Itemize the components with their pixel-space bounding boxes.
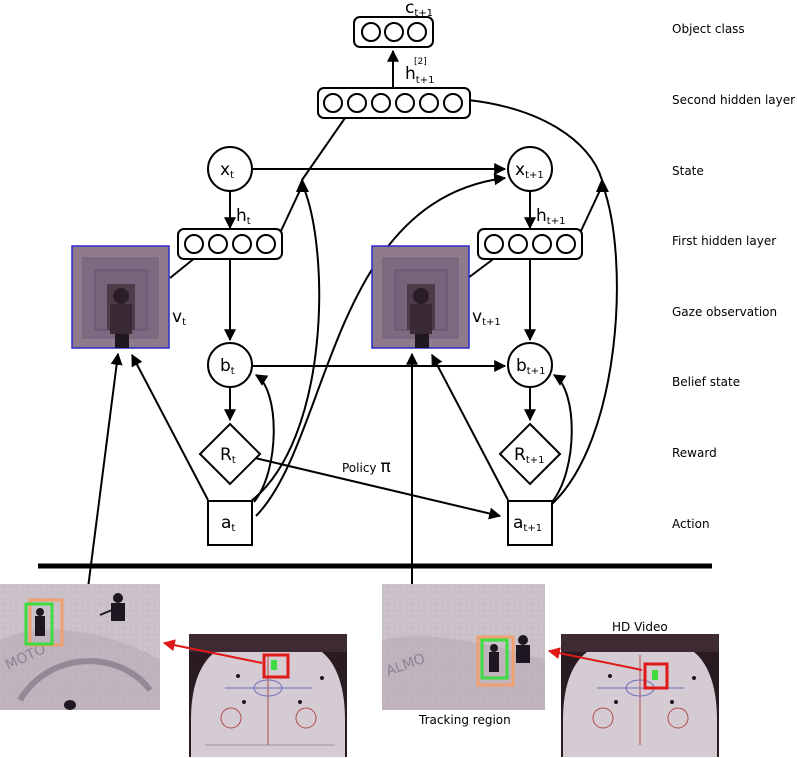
action-node-t: [207, 500, 253, 546]
edge-at1-to-bt1: [551, 374, 573, 503]
label-first-hidden-layer: First hidden layer: [672, 234, 776, 248]
symbol-ht: ht: [236, 206, 251, 227]
edge-at1-to-vt1: [431, 353, 509, 501]
gate-right: [596, 178, 609, 192]
symbol-c: ct+1: [405, 0, 433, 19]
tracking-crop-t: MOTO: [0, 584, 160, 710]
symbol-ht1: ht+1: [536, 206, 565, 227]
label-belief-state: Belief state: [672, 375, 740, 389]
label-reward: Reward: [672, 446, 717, 460]
edge-vt1-to-ht1: [467, 256, 497, 279]
hd-frame-t1: [561, 634, 719, 757]
label-state: State: [672, 164, 704, 178]
symbol-rt: Rt: [220, 445, 236, 466]
edge-at-to-gate-left: [249, 185, 321, 503]
edge-ht-to-gate-left: [279, 185, 303, 234]
symbol-bt1: bt+1: [516, 356, 545, 377]
symbol-at1: at+1: [513, 513, 542, 534]
symbol-xt: xt: [220, 160, 234, 181]
edge-policy: [254, 457, 502, 520]
belief-node-t: [207, 342, 253, 388]
symbol-vt: vt: [172, 307, 186, 328]
edge-vt-to-ht: [169, 256, 197, 279]
state-node-t: [207, 146, 253, 192]
gaze-image-t1: [371, 245, 470, 349]
symbol-h2: ht+1: [405, 64, 434, 86]
symbol-h2-superscript: [2]: [414, 57, 427, 67]
symbol-vt1: vt+1: [472, 307, 501, 328]
symbol-bt: bt: [220, 356, 235, 377]
zoom-arrow-t1: [547, 647, 643, 671]
second-hidden-layer: [317, 87, 471, 119]
state-node-t1: [507, 146, 553, 192]
symbol-at: at: [221, 513, 235, 534]
hd-frame-t: [189, 634, 347, 757]
label-gaze-observation: Gaze observation: [672, 305, 777, 319]
reward-node-t: [198, 422, 262, 486]
symbol-rt1: Rt+1: [514, 445, 544, 466]
first-hidden-layer-t1: [477, 228, 583, 260]
object-class-layer: [353, 16, 434, 48]
belief-node-t1: [507, 342, 553, 388]
gaze-image-t: [71, 245, 170, 349]
first-hidden-layer-t: [177, 228, 283, 260]
edges: [87, 49, 618, 589]
edge-ht1-to-gate-right: [579, 185, 603, 234]
action-node-t1: [507, 500, 553, 546]
symbol-xt1: xt+1: [515, 160, 544, 181]
label-object-class: Object class: [672, 22, 745, 36]
edge-at-to-xt1: [255, 173, 507, 517]
caption-hd-video: HD Video: [612, 620, 668, 634]
edge-at1-to-gate-right: [551, 185, 618, 505]
edge-at-to-bt: [253, 374, 275, 503]
label-action: Action: [672, 517, 710, 531]
label-second-hidden-layer: Second hidden layer: [672, 93, 795, 107]
edge-at-to-vt: [131, 353, 209, 501]
zoom-arrow-t: [162, 639, 263, 664]
caption-tracking-region: Tracking region: [418, 713, 511, 727]
edge-gate-right-to-h2: [467, 99, 603, 181]
edge-crop-to-vt: [87, 352, 123, 589]
tracking-crop-t1: ALMO: [382, 584, 545, 710]
reward-node-t1: [498, 422, 562, 486]
gate-left: [296, 178, 309, 192]
edge-gate-left-to-h2: [301, 117, 346, 181]
